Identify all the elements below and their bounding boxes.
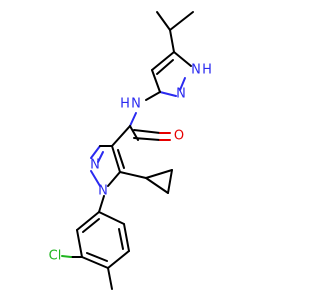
bond [76, 229, 83, 258]
bond [107, 250, 130, 269]
bond [145, 169, 173, 179]
benzene-ring [76, 211, 130, 269]
bond [123, 223, 130, 252]
bond [159, 91, 177, 97]
bond [117, 149, 125, 169]
amide-linker [129, 91, 171, 141]
atom-pyrazole-n1: N [98, 184, 108, 199]
bond [76, 211, 100, 231]
bond [151, 51, 175, 71]
atom-nh-h: H [202, 63, 212, 78]
bond [179, 77, 186, 91]
atom-amide-h: H [120, 97, 130, 112]
atom-labels: N H N N H O N N Cl [49, 63, 212, 264]
atom-nh-n: N [191, 63, 201, 78]
bond [107, 171, 121, 187]
bond [156, 59, 174, 75]
bond [133, 129, 161, 134]
bond [133, 137, 161, 141]
bond [169, 29, 175, 53]
bond [111, 125, 131, 147]
bond [145, 177, 169, 194]
methyl-substituent [107, 267, 113, 290]
bond [107, 267, 113, 290]
bond [98, 195, 105, 213]
chloro-substituent [61, 255, 83, 258]
atom-carbonyl-o: O [174, 129, 184, 144]
bond [90, 170, 101, 187]
isopropyl-group [156, 11, 194, 53]
central-pyrazole-ring [90, 125, 131, 187]
atom-pyrazole-n2: N [90, 158, 100, 173]
bond [173, 51, 192, 67]
bond [97, 151, 104, 163]
bond [61, 255, 72, 258]
atom-ring-n: N [176, 87, 186, 102]
top-pyrazole-ring [151, 51, 192, 97]
bond [129, 112, 137, 127]
bond [169, 11, 194, 31]
cyclopropyl-group [119, 169, 173, 194]
bond [90, 145, 101, 159]
bond [118, 228, 124, 250]
bond [81, 256, 109, 269]
bond [111, 145, 121, 173]
bond [119, 171, 147, 179]
molecule-diagram: N H N N H O N N Cl [49, 11, 212, 290]
bond [82, 218, 100, 233]
structure-svg: N H N N H O N N Cl [49, 11, 212, 290]
bond [145, 91, 161, 101]
atom-amide-n: N [131, 97, 141, 112]
bond [167, 169, 173, 194]
bond [98, 211, 125, 225]
bond [86, 252, 108, 262]
bond [156, 11, 171, 31]
atom-chlorine: Cl [49, 249, 62, 264]
bond [151, 69, 161, 93]
